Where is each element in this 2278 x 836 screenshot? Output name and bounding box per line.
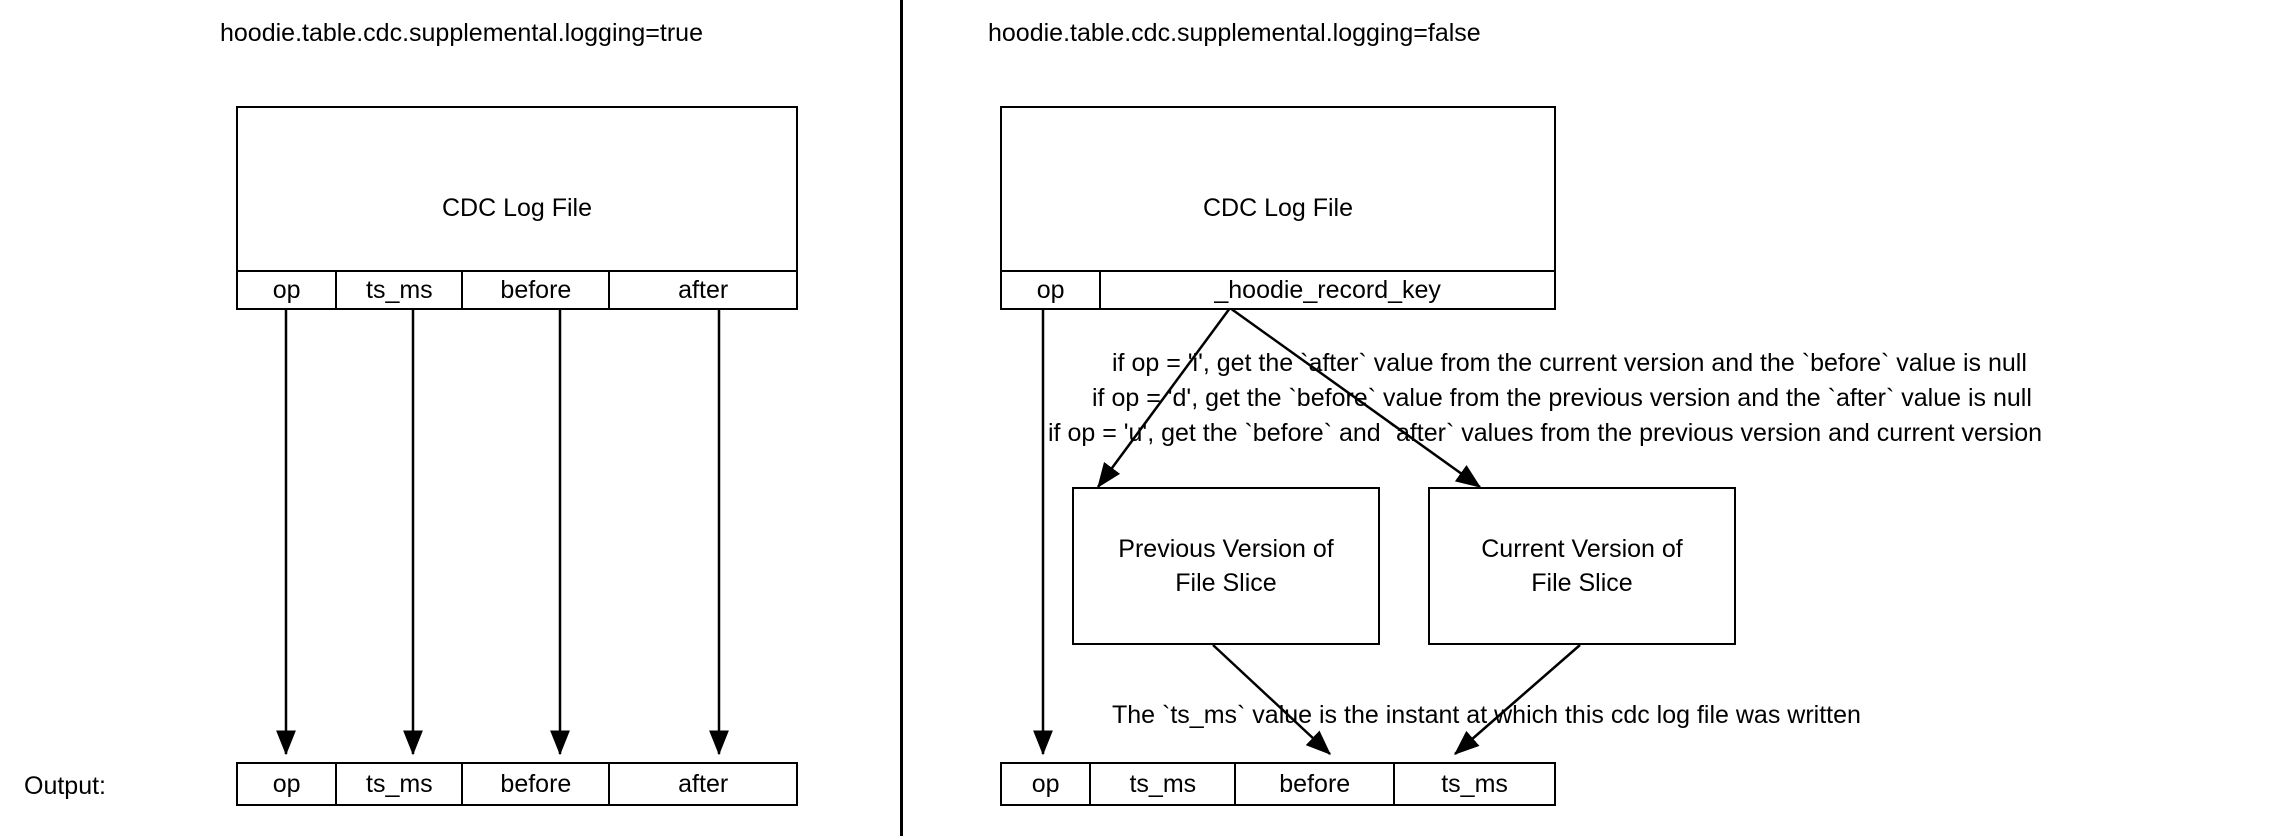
left-output-cell-before: before	[463, 764, 611, 804]
right-panel-title: hoodie.table.cdc.supplemental.logging=fa…	[988, 19, 1481, 47]
rule-line-update: if op = 'u', get the `before` and `after…	[1048, 419, 2043, 447]
ts-ms-note: The `ts_ms` value is the instant at whic…	[1112, 701, 1861, 729]
rule-line-delete: if op = 'd', get the `before` value from…	[1092, 384, 2032, 412]
left-cdc-column-ts-ms: ts_ms	[337, 272, 464, 308]
right-cdc-log-file-box: CDC Log File	[1000, 106, 1556, 270]
current-version-file-slice-box: Current Version of File Slice	[1428, 487, 1736, 645]
output-label: Output:	[24, 772, 106, 800]
left-vertical-arrows	[276, 308, 729, 756]
right-cdc-column-row: op _hoodie_record_key	[1000, 270, 1556, 310]
previous-version-line2: File Slice	[1175, 569, 1277, 597]
right-output-cell-ts-ms-2: ts_ms	[1395, 764, 1554, 804]
left-cdc-column-op: op	[238, 272, 338, 308]
left-output-cell-after: after	[610, 764, 796, 804]
left-cdc-log-file-box: CDC Log File	[236, 106, 798, 270]
right-output-cell-op: op	[1002, 764, 1092, 804]
previous-version-line1: Previous Version of	[1118, 535, 1334, 563]
left-cdc-column-before: before	[463, 272, 611, 308]
current-version-line2: File Slice	[1531, 569, 1633, 597]
right-output-cell-before: before	[1236, 764, 1396, 804]
rule-line-insert: if op = 'i', get the `after` value from …	[1112, 349, 2027, 377]
right-output-row: op ts_ms before ts_ms	[1000, 762, 1556, 806]
left-panel-title: hoodie.table.cdc.supplemental.logging=tr…	[220, 19, 703, 47]
right-cdc-column-op: op	[1002, 272, 1102, 308]
left-cdc-column-after: after	[610, 272, 796, 308]
right-cdc-log-file-label: CDC Log File	[1202, 193, 1354, 222]
left-output-row: op ts_ms before after	[236, 762, 798, 806]
panel-divider	[900, 0, 903, 836]
left-output-cell-op: op	[238, 764, 338, 804]
previous-version-file-slice-box: Previous Version of File Slice	[1072, 487, 1380, 645]
current-version-label: Current Version of File Slice	[1481, 532, 1683, 600]
current-version-line1: Current Version of	[1481, 535, 1683, 563]
left-cdc-log-file-label: CDC Log File	[441, 193, 593, 222]
right-output-cell-ts-ms-1: ts_ms	[1091, 764, 1237, 804]
previous-version-label: Previous Version of File Slice	[1118, 532, 1333, 600]
right-cdc-column-hoodie-record-key: _hoodie_record_key	[1101, 272, 1554, 308]
left-cdc-column-row: op ts_ms before after	[236, 270, 798, 310]
left-output-cell-ts-ms: ts_ms	[337, 764, 464, 804]
